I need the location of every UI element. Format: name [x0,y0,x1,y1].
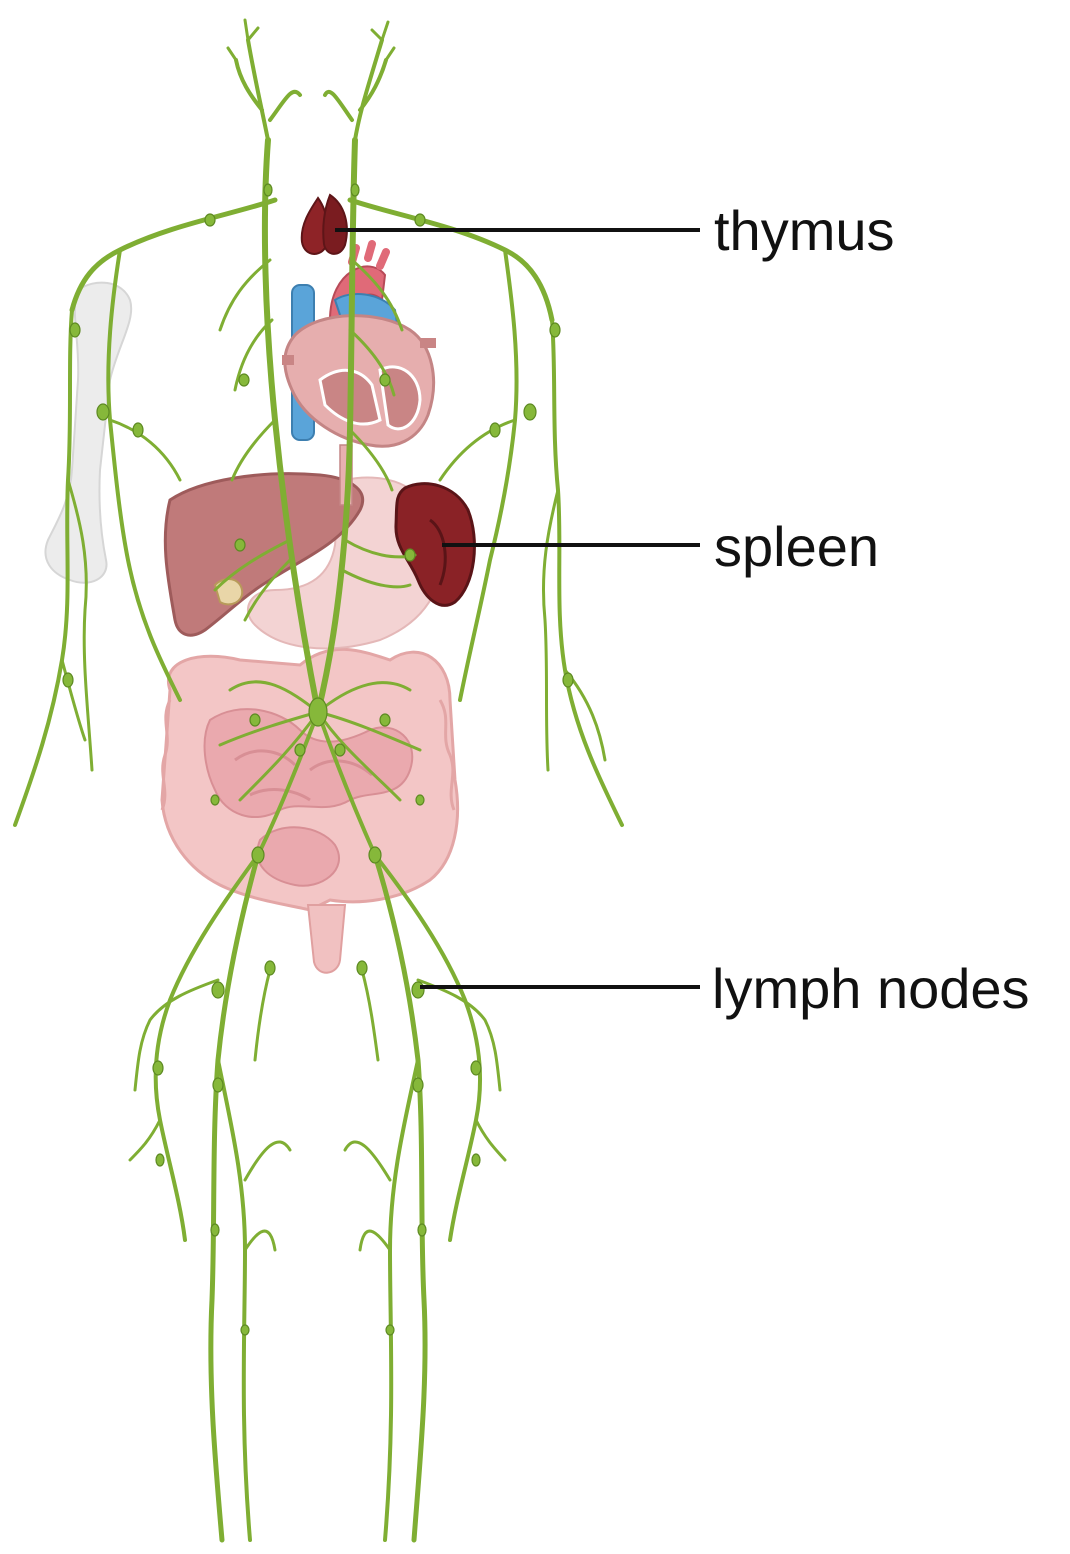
lymph-nodes-label: lymph nodes [712,957,1030,1020]
leader-lines [335,228,700,989]
lymph-vessels [13,18,624,1543]
thymus-label: thymus [714,199,895,262]
heart [282,240,436,506]
intestines [160,647,460,974]
lymph-nodes-cluster [62,183,574,1336]
spleen-label: spleen [714,515,879,578]
humerus-bone [44,281,133,584]
thymus-organ [300,193,348,255]
